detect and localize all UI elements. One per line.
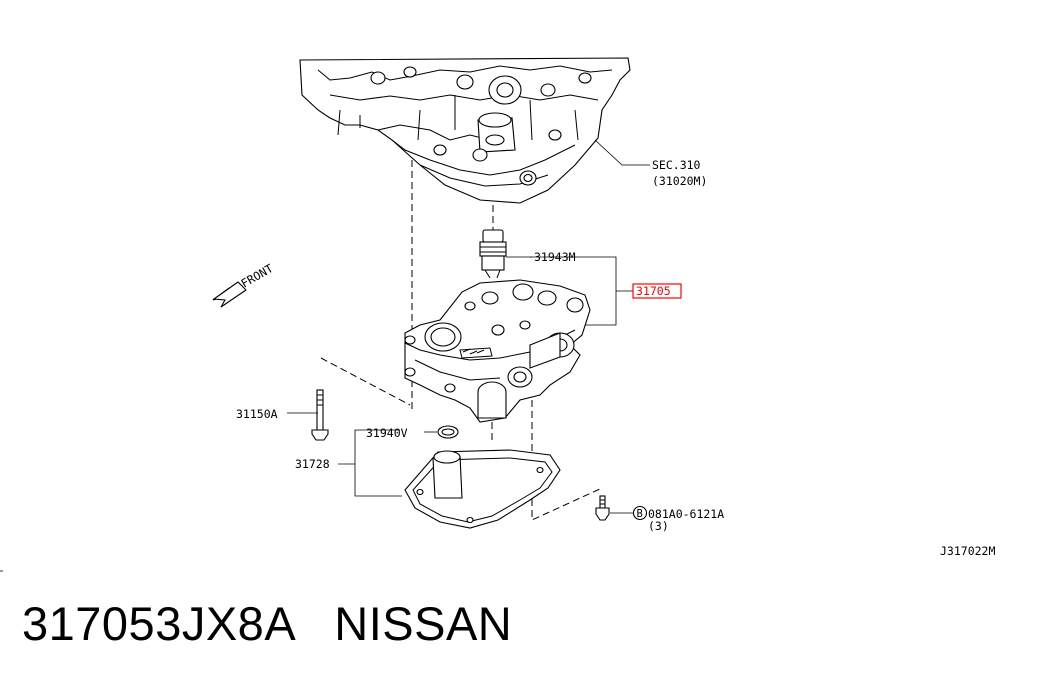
alignment-line-bolt [320, 357, 411, 406]
bolt-circle-badge [632, 505, 648, 521]
alignment-line-right [531, 400, 603, 521]
caption-brand: NISSAN [334, 597, 513, 650]
label-31940v: 31940V [366, 426, 408, 440]
label-bolt-qty: (3) [648, 519, 669, 533]
label-31150a: 31150A [236, 407, 278, 421]
o-ring-31940v [437, 425, 459, 439]
sec-label: SEC.310 [652, 158, 701, 172]
sec-sub-label: (31020M) [652, 174, 707, 188]
bracket-31728 [354, 429, 402, 497]
bolt-circle-letter: B [637, 508, 643, 520]
label-081a0-6121a: 081A0-6121A [648, 507, 724, 521]
transmission-case [299, 57, 631, 204]
label-31728: 31728 [295, 457, 330, 471]
front-label: FRONT [239, 261, 276, 290]
control-valve-body [404, 279, 591, 423]
bolt-31150a [311, 389, 329, 441]
solenoid-part [479, 229, 507, 279]
oil-strainer-31728 [404, 449, 561, 529]
caption-part-number: 317053JX8A [22, 597, 294, 650]
sec-leader [594, 139, 650, 166]
label-31705: 31705 [636, 284, 671, 298]
front-arrow [212, 281, 247, 308]
bolt-081a0 [595, 495, 610, 521]
part-caption: 317053JX8A NISSAN [22, 596, 512, 651]
diagram-code: J317022M [940, 544, 995, 558]
highlight-box-31705 [632, 283, 682, 299]
